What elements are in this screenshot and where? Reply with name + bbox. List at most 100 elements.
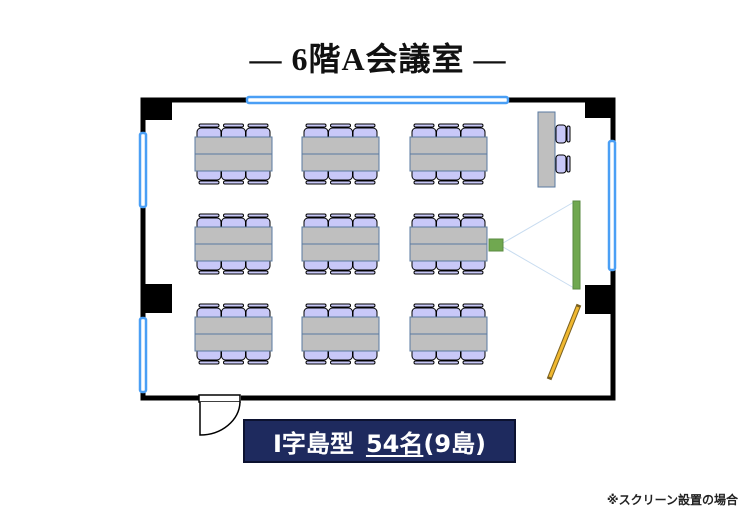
chair-back xyxy=(566,125,571,143)
chair-back xyxy=(330,180,351,185)
chair-back xyxy=(223,180,244,185)
table xyxy=(301,226,380,245)
chair-back xyxy=(305,303,327,308)
layout-label: I字島型 54名 (9島) xyxy=(243,419,516,463)
table xyxy=(301,333,380,352)
table xyxy=(409,243,488,262)
chair-back xyxy=(354,123,376,128)
chair-back xyxy=(305,180,327,185)
chair-back xyxy=(223,270,244,275)
chair-back xyxy=(247,360,269,365)
footnote: ※スクリーン設置の場合 xyxy=(606,493,738,507)
chair-back xyxy=(413,303,435,308)
chair-back xyxy=(223,360,244,365)
chair-back xyxy=(462,123,484,128)
capacity: 54名 xyxy=(365,429,424,458)
chair-back xyxy=(198,180,220,185)
chair-back xyxy=(462,213,484,218)
pillar-right xyxy=(585,285,614,314)
chair-back xyxy=(330,303,351,308)
presenter-table xyxy=(537,111,571,188)
chair-back xyxy=(247,303,269,308)
chair xyxy=(555,154,571,174)
beam-top xyxy=(502,201,575,244)
chair-back xyxy=(330,123,351,128)
chair-back xyxy=(413,213,435,218)
chair-back xyxy=(462,180,484,185)
chair-back xyxy=(438,180,459,185)
table xyxy=(301,316,380,335)
table xyxy=(194,226,273,245)
island xyxy=(194,123,273,185)
window-left-upper xyxy=(138,131,148,209)
chair-back xyxy=(223,123,244,128)
table xyxy=(301,153,380,172)
chair-back xyxy=(247,180,269,185)
island xyxy=(409,303,488,365)
chair-back xyxy=(198,123,220,128)
island xyxy=(301,123,380,185)
window-top xyxy=(245,95,510,105)
page-title: — 6階A会議室 — xyxy=(249,41,507,77)
table xyxy=(194,136,273,155)
chair-back xyxy=(354,270,376,275)
island xyxy=(194,303,273,365)
chair-back xyxy=(413,360,435,365)
chair-back xyxy=(354,360,376,365)
pillar-left xyxy=(141,284,172,313)
chair-back xyxy=(438,123,459,128)
chair-back xyxy=(413,123,435,128)
door xyxy=(198,394,241,436)
chair-back xyxy=(354,180,376,185)
chair-back xyxy=(305,213,327,218)
chair-back xyxy=(305,270,327,275)
whiteboard-fill xyxy=(548,306,580,378)
chair-back xyxy=(438,213,459,218)
chair-back xyxy=(305,360,327,365)
table xyxy=(194,153,273,172)
chair-back xyxy=(462,303,484,308)
island xyxy=(409,123,488,185)
table xyxy=(194,316,273,335)
table xyxy=(194,243,273,262)
chair-back xyxy=(566,155,571,173)
chair-back xyxy=(330,360,351,365)
table xyxy=(409,316,488,335)
island-count: (9島) xyxy=(423,429,486,458)
table xyxy=(194,333,273,352)
window-right xyxy=(607,139,617,272)
door-swing xyxy=(199,401,241,436)
screen xyxy=(572,200,581,290)
chair-back xyxy=(438,360,459,365)
chair-seat xyxy=(555,124,567,144)
chair-seat xyxy=(555,154,567,174)
projector xyxy=(488,238,504,252)
chair-back xyxy=(247,213,269,218)
chair-back xyxy=(413,180,435,185)
chair-back xyxy=(198,270,220,275)
chair-back xyxy=(462,270,484,275)
chair-back xyxy=(354,213,376,218)
chair-back xyxy=(438,303,459,308)
chair-back xyxy=(330,213,351,218)
layout-type: I字島型 xyxy=(273,429,354,458)
table xyxy=(409,136,488,155)
pillar-top-right xyxy=(585,98,614,118)
table xyxy=(409,333,488,352)
chair-back xyxy=(223,303,244,308)
chair-back xyxy=(305,123,327,128)
beam-bottom xyxy=(502,246,575,289)
chair-back xyxy=(223,213,244,218)
island xyxy=(194,213,273,275)
islands xyxy=(194,123,488,365)
chair-back xyxy=(438,270,459,275)
presenter-desk xyxy=(537,111,556,188)
chair-back xyxy=(198,213,220,218)
island xyxy=(301,303,380,365)
chair-back xyxy=(198,303,220,308)
chair-back xyxy=(198,360,220,365)
projector-setup xyxy=(488,200,581,290)
chair-back xyxy=(462,360,484,365)
table xyxy=(409,153,488,172)
